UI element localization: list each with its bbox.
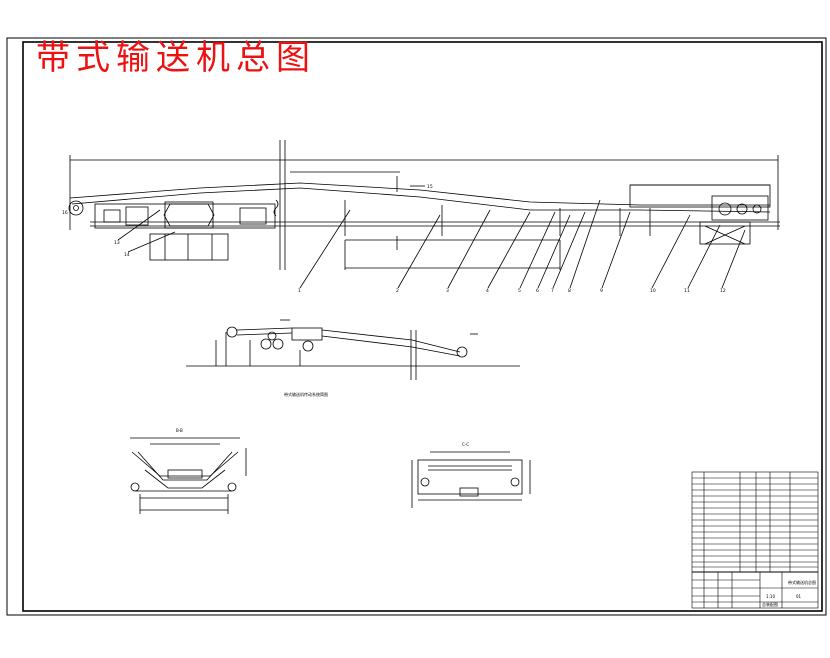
outer-frame [6,37,827,616]
main-elevation-view [68,140,780,289]
inner-frame [22,41,823,612]
balloon-8: 8 [568,288,571,294]
section-c-idler [411,451,531,508]
title-block-scale: 1:10 [766,594,775,599]
balloon-15: 15 [427,184,433,190]
section-c-label: C-C [462,442,469,447]
balloon-12: 12 [720,288,726,294]
balloon-10: 10 [650,288,656,294]
balloon-13: 13 [114,240,120,246]
section-b-idler [130,437,247,514]
drawing-title: 带式输送机总图 [36,38,316,78]
title-block-name: 带式输送机总图 [788,579,816,585]
balloon-6: 6 [536,288,539,294]
balloon-5: 5 [518,288,521,294]
title-block-mark: 01 [796,594,802,599]
schematic-caption: 带式输送机传动系统简图 [284,391,328,397]
part-balloons: 1 2 3 4 5 6 7 8 9 10 11 12 13 14 15 16 [62,184,726,294]
balloon-14: 14 [124,252,130,258]
balloon-3: 3 [446,288,449,294]
title-block-sheet: 总装配图 [762,601,778,607]
balloon-7: 7 [551,288,554,294]
balloon-9: 9 [600,288,603,294]
balloon-1: 1 [298,288,301,294]
balloon-2: 2 [396,288,399,294]
balloon-11: 11 [684,288,690,294]
drive-schematic [186,319,520,380]
parts-list [691,471,819,609]
section-b-label: B-B [176,428,183,433]
balloon-4: 4 [486,288,489,294]
balloon-16: 16 [62,210,68,216]
